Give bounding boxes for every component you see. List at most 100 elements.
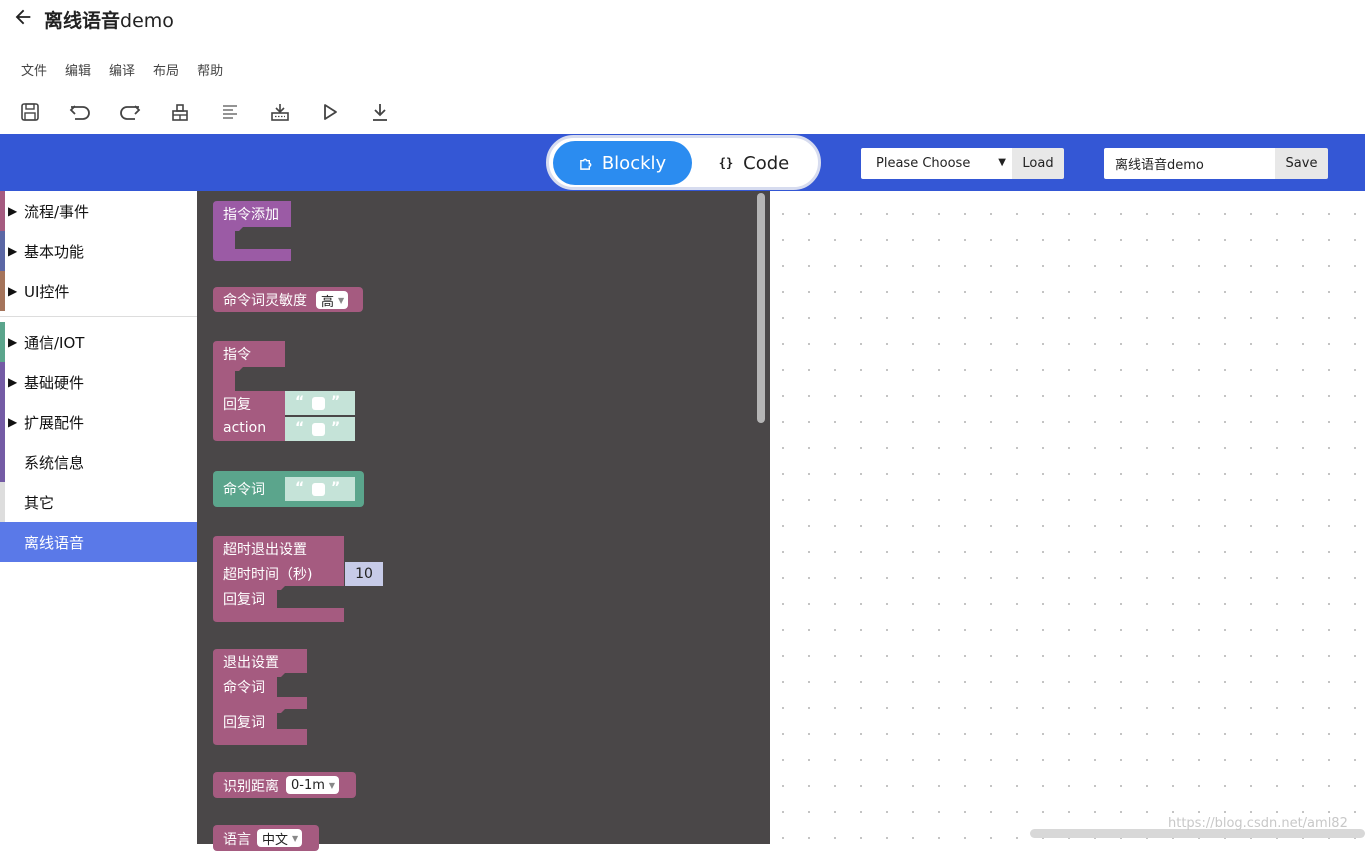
blockly-workspace[interactable] — [770, 191, 1365, 844]
save-icon[interactable] — [12, 94, 48, 130]
block-label: 命令词 — [223, 482, 265, 498]
block-shape — [213, 201, 291, 261]
category-other[interactable]: 其它 — [0, 482, 197, 522]
quote-open: “ — [295, 480, 305, 496]
category-label: 系统信息 — [24, 453, 85, 472]
menu-compile[interactable]: 编译 — [109, 64, 136, 79]
category-label: UI控件 — [24, 282, 70, 301]
quote-close: ” — [331, 394, 341, 410]
distance-dropdown[interactable]: 0-1m▼ — [286, 776, 340, 794]
keyword-label: 命令词 — [223, 680, 265, 696]
undo-icon[interactable] — [62, 94, 98, 130]
text-field[interactable] — [312, 483, 325, 496]
expand-arrow-icon: ▶ — [8, 375, 18, 389]
toolbar — [0, 90, 1365, 134]
dropdown-arrow-icon: ▼ — [328, 780, 336, 790]
block-label: 识别距离 — [223, 779, 279, 795]
block-command[interactable]: 指令 回复 action “ ” “ ” — [213, 341, 358, 441]
block-label: 退出设置 — [223, 655, 279, 671]
block-shape — [213, 341, 285, 441]
reply-label: 回复词 — [223, 592, 265, 608]
block-language[interactable]: 语言 中文▼ — [213, 825, 319, 851]
code-mode-label: Code — [743, 152, 790, 174]
blockly-mode-label: Blockly — [601, 152, 667, 174]
action-label: action — [223, 420, 267, 436]
block-label: 命令词灵敏度 — [223, 293, 307, 309]
save-button[interactable]: Save — [1275, 148, 1328, 179]
page-title: 离线语音demo — [44, 10, 174, 32]
category-label: 基本功能 — [24, 242, 85, 261]
block-keyword[interactable]: 命令词 “ ” — [213, 471, 364, 507]
expand-arrow-icon: ▶ — [8, 335, 18, 349]
run-icon[interactable] — [312, 94, 348, 130]
dropdown-arrow-icon: ▼ — [998, 157, 1006, 168]
dropdown-arrow-icon: ▼ — [338, 295, 345, 305]
action-text-input[interactable]: “ ” — [285, 417, 355, 441]
block-recognition-distance[interactable]: 识别距离 0-1m▼ — [213, 772, 356, 798]
block-sensitivity[interactable]: 命令词灵敏度 高▼ — [213, 287, 363, 312]
language-dropdown[interactable]: 中文▼ — [257, 829, 303, 848]
code-mode-button[interactable]: {} Code — [699, 141, 809, 185]
block-timeout-exit[interactable]: 超时退出设置 超时时间（秒) 回复词 10 — [213, 536, 383, 622]
menu-edit[interactable]: 编辑 — [65, 64, 92, 79]
category-extensions[interactable]: ▶ 扩展配件 — [0, 402, 197, 442]
category-label: 其它 — [24, 493, 55, 512]
category-label: 基础硬件 — [24, 373, 85, 392]
format-icon[interactable] — [212, 94, 248, 130]
build-icon[interactable] — [162, 94, 198, 130]
menu-layout[interactable]: 布局 — [153, 64, 180, 79]
category-label: 离线语音 — [24, 533, 85, 552]
category-flow-event[interactable]: ▶ 流程/事件 — [0, 191, 197, 231]
expand-arrow-icon: ▶ — [8, 284, 18, 298]
blockly-mode-button[interactable]: Blockly — [553, 141, 692, 185]
category-ui-controls[interactable]: ▶ UI控件 — [0, 271, 197, 311]
watermark-text: https://blog.csdn.net/aml82 — [1168, 816, 1348, 831]
expand-arrow-icon: ▶ — [8, 204, 18, 218]
reply-text-input[interactable]: “ ” — [285, 391, 355, 415]
load-button[interactable]: Load — [1012, 148, 1064, 179]
category-communication-iot[interactable]: ▶ 通信/IOT — [0, 322, 197, 362]
quote-close: ” — [331, 480, 341, 496]
block-exit-settings[interactable]: 退出设置 命令词 回复词 — [213, 649, 309, 745]
category-sidebar: ▶ 流程/事件 ▶ 基本功能 ▶ UI控件 ▶ 通信/IOT ▶ 基础硬件 ▶ 扩展配件 系… — [0, 191, 197, 844]
sensitivity-dropdown[interactable]: 高▼ — [316, 291, 349, 310]
block-command-add[interactable]: 指令添加 — [213, 201, 293, 261]
block-label: 语言 — [223, 832, 251, 848]
dropdown-value: 高 — [321, 294, 335, 310]
expand-arrow-icon: ▶ — [8, 244, 18, 258]
puzzle-icon — [580, 158, 592, 170]
expand-arrow-icon: ▶ — [8, 415, 18, 429]
dropdown-arrow-icon: ▼ — [292, 833, 299, 843]
category-label: 流程/事件 — [24, 202, 90, 221]
category-label: 扩展配件 — [24, 413, 85, 432]
text-field[interactable] — [312, 423, 325, 436]
title-bar: 离线语音demo — [0, 0, 1365, 40]
project-select[interactable]: Please Choose ▼ — [861, 148, 1012, 179]
back-arrow-icon[interactable] — [12, 6, 34, 28]
project-name-input[interactable] — [1104, 148, 1275, 179]
flyout-scrollbar[interactable] — [757, 193, 765, 423]
block-label: 指令 — [223, 347, 251, 363]
category-separator — [0, 311, 197, 322]
braces-icon: {} — [718, 156, 734, 170]
category-basic-functions[interactable]: ▶ 基本功能 — [0, 231, 197, 271]
text-field[interactable] — [312, 397, 325, 410]
keyword-text-input[interactable]: “ ” — [285, 477, 355, 501]
timeout-number-input[interactable]: 10 — [345, 562, 383, 586]
dropdown-value: 0-1m — [291, 777, 325, 793]
block-flyout: 指令添加 命令词灵敏度 高▼ 指令 回复 action “ ” “ ” 命令词 … — [197, 191, 770, 851]
download-icon[interactable] — [362, 94, 398, 130]
category-system-info[interactable]: 系统信息 — [0, 442, 197, 482]
quote-open: “ — [295, 420, 305, 436]
category-label: 通信/IOT — [24, 333, 85, 352]
category-offline-voice[interactable]: 离线语音 — [0, 522, 197, 562]
upload-icon[interactable] — [262, 94, 298, 130]
block-label: 指令添加 — [223, 207, 279, 223]
menu-help[interactable]: 帮助 — [197, 64, 224, 79]
redo-icon[interactable] — [112, 94, 148, 130]
block-shape — [213, 649, 307, 745]
quote-close: ” — [331, 420, 341, 436]
menu-file[interactable]: 文件 — [21, 64, 48, 79]
workspace-scrollbar[interactable] — [1030, 829, 1365, 838]
category-basic-hardware[interactable]: ▶ 基础硬件 — [0, 362, 197, 402]
